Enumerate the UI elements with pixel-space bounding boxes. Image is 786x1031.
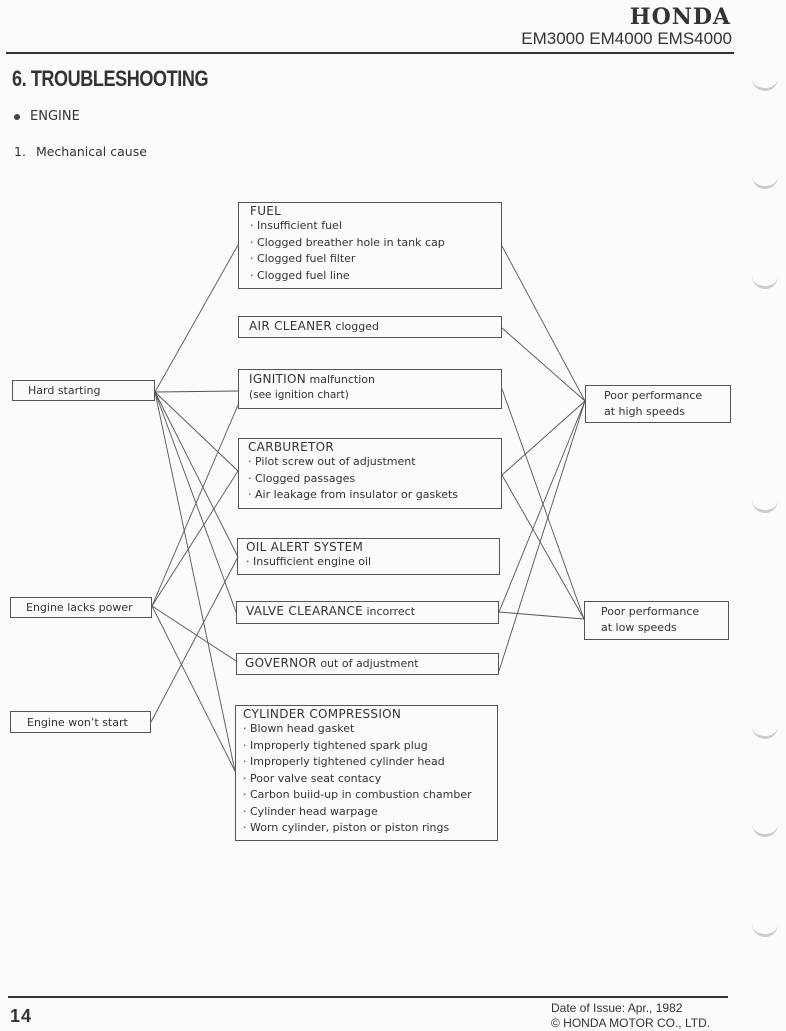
effect-high-speed: Poor performance at high speeds (585, 385, 731, 423)
cause-item: Pilot screw out of adjustment (248, 454, 501, 471)
cause-item: Carbon buiid-up in combustion chamber (243, 787, 497, 804)
cause-carburetor: CARBURETOR Pilot screw out of adjustment… (238, 438, 502, 509)
cause-qualifier: malfunction (309, 373, 375, 386)
cause-item: Insufficient fuel (250, 218, 501, 235)
binding-hole-mark (752, 74, 778, 91)
effect-line: at high speeds (604, 405, 685, 418)
cause-heading: CYLINDER COMPRESSION (243, 707, 402, 721)
effect-line: Poor performance (601, 605, 700, 618)
cause-item: Improperly tightened cylinder head (243, 754, 497, 771)
section-label: ENGINE (30, 109, 80, 124)
connector-hard-ignition (154, 390, 239, 393)
connector-power-cyl (151, 605, 236, 772)
binding-hole-mark (752, 820, 778, 837)
effect-line: at low speeds (601, 621, 677, 634)
cause-qualifier: out of adjustment (320, 657, 419, 670)
footer-rule (8, 996, 728, 998)
binding-hole-mark (752, 920, 778, 937)
connector-hard-carb (154, 391, 239, 472)
cause-item: Insufficient engine oil (246, 554, 499, 571)
cause-governor: GOVERNOR out of adjustment (236, 653, 499, 675)
connector-hard-valve (154, 391, 237, 613)
connector-nostart-oil (150, 556, 239, 723)
cause-heading: FUEL (250, 204, 282, 218)
cause-heading: VALVE CLEARANCE (246, 604, 363, 618)
cause-item: Blown head gasket (243, 721, 497, 738)
symptom-engine-wont-start: Engine won’t start (10, 711, 151, 733)
symptom-hard-starting: Hard starting (12, 380, 155, 401)
issue-date: Date of Issue: Apr., 1982 (551, 1001, 683, 1015)
connector-hard-cyl (154, 391, 236, 772)
cause-oil-alert: OIL ALERT SYSTEM Insufficient engine oil (237, 538, 500, 575)
subsection-heading: 1. Mechanical cause (14, 144, 147, 159)
binding-hole-mark (752, 722, 778, 739)
page-title: 6. TROUBLESHOOTING (12, 66, 209, 91)
cause-qualifier: incorrect (366, 605, 416, 618)
cause-item: Clogged passages (248, 471, 501, 488)
connector-hard-oil (154, 391, 239, 558)
page-number: 14 (10, 1006, 33, 1026)
connector-valve-high (498, 400, 586, 613)
cause-item: Improperly tightened spark plug (243, 738, 497, 755)
symptom-label: Engine won’t start (27, 715, 128, 729)
connector-carb-low (501, 474, 585, 620)
cause-heading: OIL ALERT SYSTEM (246, 540, 364, 554)
connector-carb-high (501, 400, 586, 476)
cause-heading: CARBURETOR (248, 440, 334, 454)
cause-heading: AIR CLEANER (249, 319, 332, 333)
connector-power-governor (151, 605, 237, 662)
cause-heading: GOVERNOR (245, 656, 317, 670)
cause-heading: IGNITION (249, 372, 307, 386)
cause-valve-clearance: VALVE CLEARANCE incorrect (236, 601, 499, 624)
cause-item: Poor valve seat contacy (243, 771, 497, 788)
cause-item: Clogged breather hole in tank cap (250, 235, 501, 252)
binding-hole-mark (752, 172, 778, 189)
binding-hole-mark (752, 496, 778, 513)
connector-power-carb (151, 470, 239, 607)
effect-low-speed: Poor performance at low speeds (584, 601, 729, 640)
cause-cylinder-compression: CYLINDER COMPRESSION Blown head gasket I… (235, 705, 498, 841)
cause-item: Clogged fuel filter (250, 251, 501, 268)
connector-valve-low (498, 611, 585, 620)
binding-hole-mark (752, 272, 778, 289)
cause-ignition: IGNITION malfunction (see ignition chart… (238, 369, 502, 409)
cause-item: Air leakage from insulator or gaskets (248, 487, 501, 504)
cause-item: Cylinder head warpage (243, 804, 497, 821)
bullet-icon (14, 113, 20, 120)
header-rule (6, 52, 734, 54)
cause-air-cleaner: AIR CLEANER clogged (238, 316, 502, 338)
connector-power-ignition (151, 404, 239, 607)
symptom-label: Hard starting (28, 384, 101, 397)
subsection-number: 1. (14, 144, 26, 159)
section-heading: ENGINE (14, 109, 80, 124)
effect-line: Poor performance (604, 389, 703, 402)
cause-qualifier: clogged (335, 320, 380, 333)
connector-fuel-high (501, 245, 586, 402)
subsection-label: Mechanical cause (35, 144, 147, 159)
symptom-label: Engine lacks power (26, 601, 133, 614)
brand-logo: HONDA (629, 4, 731, 30)
model-list: EM3000 EM4000 EMS4000 (521, 29, 732, 48)
cause-note: (see ignition chart) (249, 389, 349, 401)
copyright: © HONDA MOTOR CO., LTD. (551, 1016, 711, 1030)
cause-item: Worn cylinder, piston or piston rings (243, 820, 497, 837)
connector-governor-high (498, 400, 586, 672)
cause-fuel: FUEL Insufficient fuel Clogged breather … (238, 202, 502, 289)
connector-hard-fuel (154, 244, 239, 393)
symptom-engine-lacks-power: Engine lacks power (10, 597, 152, 618)
connector-air-high (501, 327, 586, 402)
cause-item: Clogged fuel line (250, 268, 501, 285)
